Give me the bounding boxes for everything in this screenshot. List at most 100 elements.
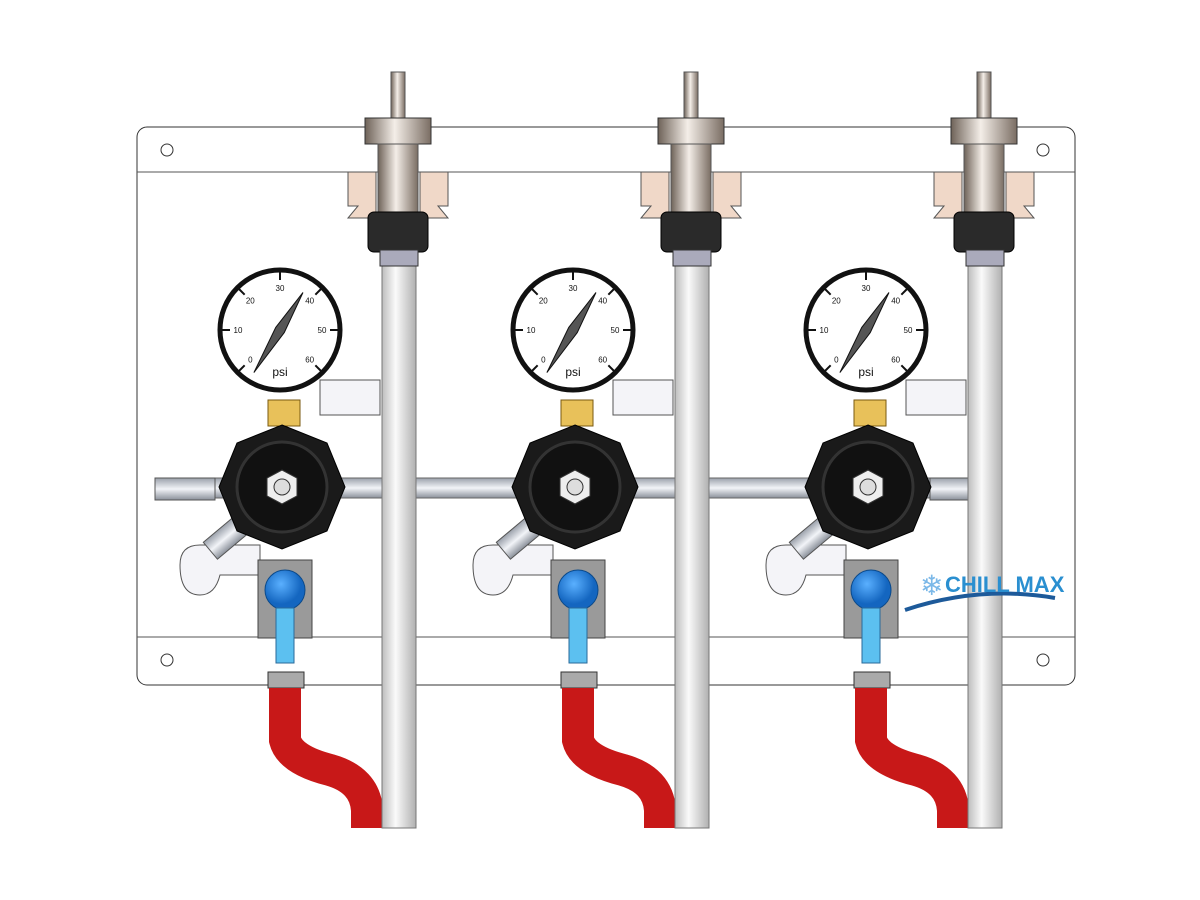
mounting-bracket	[179, 379, 381, 596]
gauge-tick-label: 50	[904, 326, 913, 335]
gauge-tick-label: 60	[891, 356, 900, 365]
gauge-tick	[824, 288, 832, 296]
gauge-unit-label: psi	[565, 365, 580, 379]
gauge-tick-label: 0	[541, 356, 546, 365]
mounting-bracket	[765, 379, 967, 596]
gauge-tick-label: 60	[598, 356, 607, 365]
gauge-tick-label: 10	[820, 326, 829, 335]
shutoff-outlet	[843, 559, 899, 689]
gauge-tick-label: 30	[276, 284, 285, 293]
adjustment-screw-head	[566, 478, 584, 496]
adjustment-screw-head	[273, 478, 291, 496]
hose-clamp	[853, 671, 891, 689]
brass-stem	[267, 399, 301, 427]
gauge-tick-label: 50	[318, 326, 327, 335]
gauge-unit-label: psi	[272, 365, 287, 379]
shank-fitting	[639, 71, 743, 267]
hex-nut	[364, 117, 432, 145]
shank-fitting	[932, 71, 1036, 267]
brass-stem	[853, 399, 887, 427]
gauge-tick-label: 30	[569, 284, 578, 293]
shank-body	[377, 143, 419, 215]
gauge-tick	[314, 288, 322, 296]
shutoff-outlet	[257, 559, 313, 689]
hose-clamp	[267, 671, 305, 689]
wing-flange	[932, 171, 1036, 219]
gauge-tick-label: 40	[305, 296, 314, 305]
hex-nut	[657, 117, 725, 145]
manifold-inlet-barb	[154, 477, 216, 501]
regulator-unit: 0 10 20 30 40 50 60 psi	[179, 71, 450, 829]
shutoff-stem	[568, 607, 588, 664]
beer-hose	[381, 261, 417, 829]
chillmax-logo: ❄ CHILL MAX	[904, 570, 1065, 612]
co2-hose	[562, 688, 676, 828]
shutoff-valve-handle	[557, 569, 599, 611]
shank-body	[963, 143, 1005, 215]
mounting-hole	[160, 653, 174, 667]
logo-text: CHILL MAX	[945, 572, 1065, 597]
gauge-tick	[531, 364, 539, 372]
gauge-tick-label: 20	[539, 296, 548, 305]
shutoff-valve-handle	[264, 569, 306, 611]
brass-stem	[560, 399, 594, 427]
gauge-tick	[238, 364, 246, 372]
gauge-tick-label: 0	[248, 356, 253, 365]
hose-barb	[976, 71, 992, 121]
hose-clamp	[672, 249, 712, 267]
shank-body	[670, 143, 712, 215]
gauge-needle	[839, 292, 890, 373]
co2-hose	[269, 688, 383, 828]
gauge-tick	[314, 364, 322, 372]
shutoff-valve-handle	[850, 569, 892, 611]
mounting-hole	[1036, 653, 1050, 667]
co2-hose	[855, 688, 969, 828]
beer-hose	[674, 261, 710, 829]
gauge-unit-label: psi	[858, 365, 873, 379]
gauge-tick	[900, 288, 908, 296]
hose-barb	[390, 71, 406, 121]
shutoff-stem	[275, 607, 295, 664]
gauge-tick-label: 20	[246, 296, 255, 305]
gauge-tick-label: 10	[527, 326, 536, 335]
regulator-units: 0102030405060psi0102030405060psi01020304…	[179, 71, 1036, 829]
shutoff-stem	[861, 607, 881, 664]
gauge-tick	[238, 288, 246, 296]
coupling-nut	[367, 211, 429, 253]
gauge-tick	[607, 364, 615, 372]
shank-fitting	[346, 71, 450, 267]
snowflake-icon: ❄	[920, 570, 943, 601]
hose-clamp	[379, 249, 419, 267]
gauge-tick-label: 20	[832, 296, 841, 305]
wing-flange	[346, 171, 450, 219]
wing-flange	[639, 171, 743, 219]
hose-clamp	[560, 671, 598, 689]
mounting-bracket	[472, 379, 674, 596]
gauge-needle	[546, 292, 597, 373]
gauge-tick-label: 40	[598, 296, 607, 305]
gauge-tick-label: 30	[862, 284, 871, 293]
mounting-hole	[1036, 143, 1050, 157]
pressure-gauge: 0 10 20 30 40 50 60 psi	[217, 267, 343, 393]
mounting-hole	[160, 143, 174, 157]
adjustment-screw-head	[859, 478, 877, 496]
gauge-tick-label: 10	[234, 326, 243, 335]
gauge-needle	[253, 292, 304, 373]
hose-barb	[683, 71, 699, 121]
gauge-tick	[900, 364, 908, 372]
hose-clamp	[965, 249, 1005, 267]
gauge-tick	[607, 288, 615, 296]
beer-hose	[967, 261, 1003, 829]
gauge-tick	[531, 288, 539, 296]
gauge-tick-label: 60	[305, 356, 314, 365]
gauge-tick	[824, 364, 832, 372]
hex-nut	[950, 117, 1018, 145]
shutoff-outlet	[550, 559, 606, 689]
coupling-nut	[953, 211, 1015, 253]
gauge-tick-label: 0	[834, 356, 839, 365]
